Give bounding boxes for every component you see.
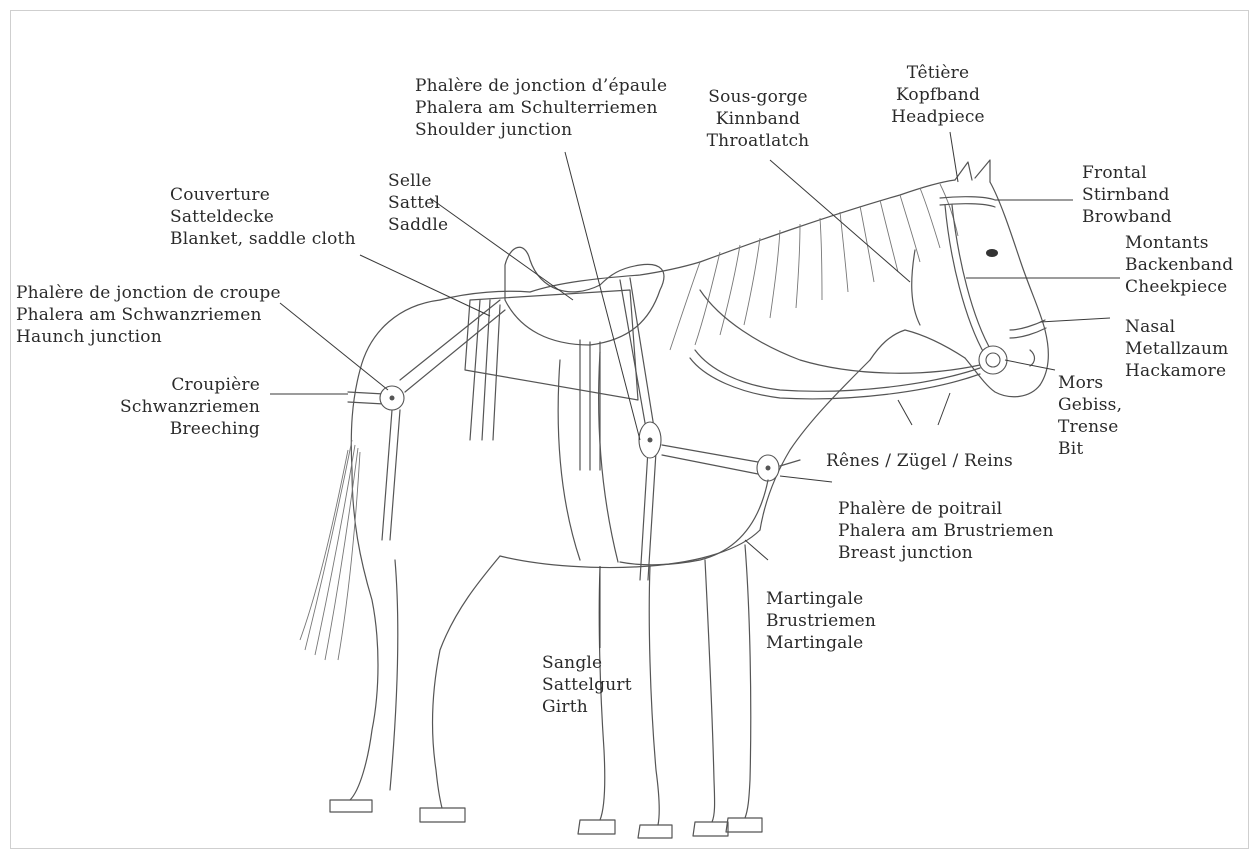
label-line: Satteldecke [170,206,356,228]
label-line: Phalère de jonction de croupe [16,282,281,304]
label-line: Phalera am Schwanzriemen [16,304,281,326]
label-line: Haunch junction [16,326,281,348]
label-line: Throatlatch [688,130,828,152]
label-hackamore: Nasal Metallzaum Hackamore [1125,316,1228,382]
label-line: Metallzaum [1125,338,1228,360]
label-line: Bit [1058,438,1122,460]
leader-reins-1 [898,400,912,425]
label-line: Sous-gorge [688,86,828,108]
label-line: Hackamore [1125,360,1228,382]
label-line: Mors [1058,372,1122,394]
label-browband: Frontal Stirnband Browband [1082,162,1172,228]
leader-hackamore [1040,318,1110,322]
label-line: Martingale [766,588,876,610]
label-line: Cheekpiece [1125,276,1233,298]
label-bit: Mors Gebiss, Trense Bit [1058,372,1122,460]
label-line: Saddle [388,214,448,236]
label-line: Blanket, saddle cloth [170,228,356,250]
label-line: Shoulder junction [415,119,667,141]
label-line: Kopfband [878,84,998,106]
label-line: Nasal [1125,316,1228,338]
leader-shoulder-junction [565,152,640,440]
label-saddle: Selle Sattel Saddle [388,170,448,236]
tail [300,440,360,660]
label-line: Breeching [120,418,260,440]
label-haunch-junction: Phalère de jonction de croupe Phalera am… [16,282,281,348]
label-line: Rênes / Zügel / Reins [826,450,1013,472]
label-line: Breast junction [838,542,1054,564]
label-breast-junction: Phalère de poitrail Phalera am Brustriem… [838,498,1054,564]
label-cheekpiece: Montants Backenband Cheekpiece [1125,232,1233,298]
leader-throatlatch [770,160,910,282]
label-line: Stirnband [1082,184,1172,206]
label-line: Martingale [766,632,876,654]
label-line: Phalera am Schulterriemen [415,97,667,119]
label-line: Brustriemen [766,610,876,632]
label-line: Couverture [170,184,356,206]
label-line: Gebiss, [1058,394,1122,416]
label-headpiece: Têtière Kopfband Headpiece [878,62,998,128]
label-line: Croupière [120,374,260,396]
label-reins: Rênes / Zügel / Reins [826,450,1013,472]
label-line: Frontal [1082,162,1172,184]
label-line: Têtière [878,62,998,84]
label-line: Browband [1082,206,1172,228]
label-line: Sattel [388,192,448,214]
leader-saddle [430,198,573,300]
leader-haunch-junction [280,303,388,390]
leader-blanket [360,255,490,316]
label-throatlatch: Sous-gorge Kinnband Throatlatch [688,86,828,152]
mane [670,184,958,350]
leader-martingale [745,540,768,560]
label-line: Sattelgurt [542,674,632,696]
label-line: Phalère de poitrail [838,498,1054,520]
label-line: Phalère de jonction d’épaule [415,75,667,97]
leader-breast-junction [780,476,832,482]
leader-headpiece [950,132,958,182]
label-line: Trense [1058,416,1122,438]
label-line: Schwanzriemen [120,396,260,418]
label-breeching: Croupière Schwanzriemen Breeching [120,374,260,440]
label-line: Phalera am Brustriemen [838,520,1054,542]
label-line: Selle [388,170,448,192]
label-line: Girth [542,696,632,718]
label-line: Kinnband [688,108,828,130]
label-line: Backenband [1125,254,1233,276]
label-line: Sangle [542,652,632,674]
label-martingale: Martingale Brustriemen Martingale [766,588,876,654]
label-blanket: Couverture Satteldecke Blanket, saddle c… [170,184,356,250]
label-line: Montants [1125,232,1233,254]
label-line: Headpiece [878,106,998,128]
label-shoulder-junction: Phalère de jonction d’épaule Phalera am … [415,75,667,141]
label-girth: Sangle Sattelgurt Girth [542,652,632,718]
leader-reins-2 [938,393,950,425]
